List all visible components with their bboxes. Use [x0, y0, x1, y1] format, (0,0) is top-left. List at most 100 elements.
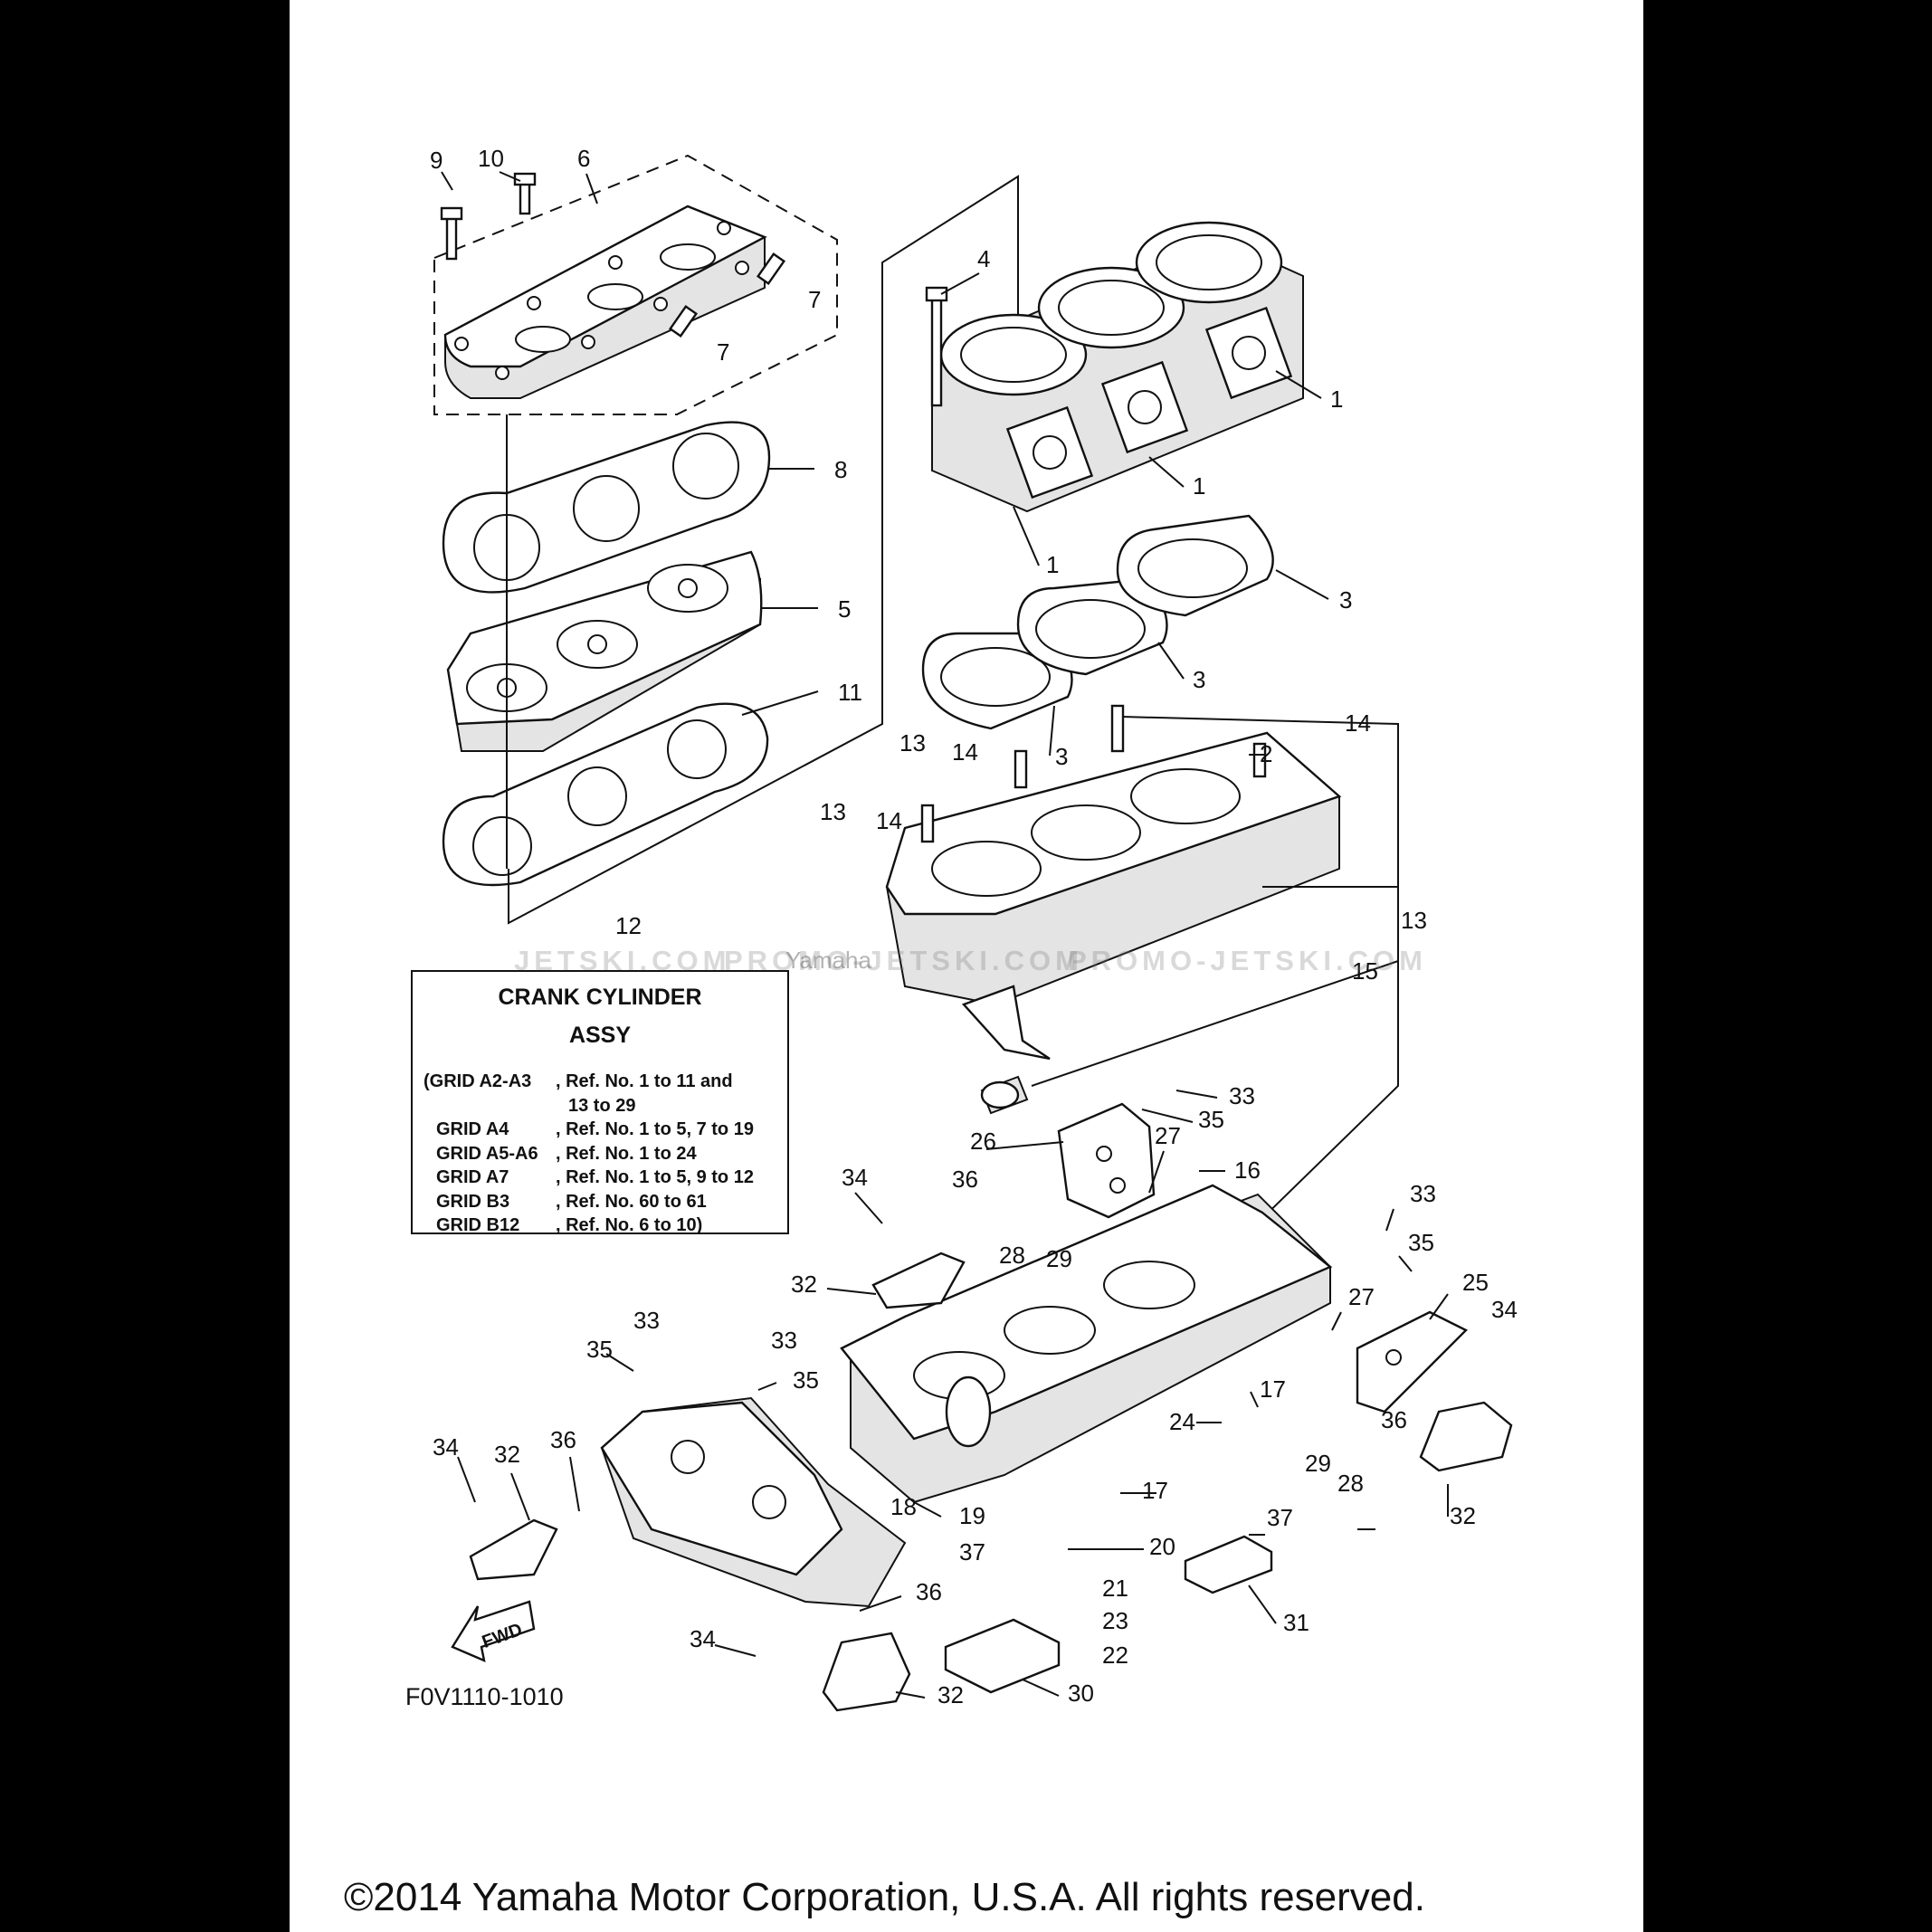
callout-c29b: 29	[1305, 1450, 1331, 1477]
callout-c33d: 33	[771, 1327, 797, 1354]
cylinder-head-cover	[443, 205, 786, 399]
callout-c12: 12	[615, 912, 642, 939]
callout-c23: 23	[1102, 1607, 1128, 1634]
cylinder-gaskets-3	[921, 514, 1274, 730]
callout-c27b: 27	[1348, 1283, 1375, 1310]
head-cover-dashed-outline	[433, 154, 838, 415]
assy-row-ref: , Ref. No. 1 to 24	[556, 1143, 697, 1164]
cylinder-head-5	[446, 550, 763, 752]
assy-row-grid: GRID B3	[436, 1191, 510, 1212]
callout-c3a: 3	[1339, 586, 1352, 614]
cover-plate-31	[1184, 1535, 1273, 1594]
callout-c5: 5	[838, 595, 851, 623]
callout-c1a: 1	[1330, 385, 1343, 413]
side-cover-assembly	[600, 1396, 907, 1608]
callout-c35b: 35	[1408, 1229, 1434, 1256]
callout-c17b: 17	[1142, 1477, 1168, 1504]
callout-c34b: 34	[1491, 1296, 1518, 1323]
callout-c27a: 27	[1155, 1122, 1181, 1149]
callout-c20: 20	[1149, 1533, 1175, 1560]
callout-c6: 6	[577, 145, 590, 172]
callout-c17a: 17	[1260, 1375, 1286, 1403]
callout-c33c: 33	[633, 1307, 660, 1334]
callout-c35c: 35	[586, 1336, 613, 1363]
callout-c36c: 36	[550, 1426, 576, 1453]
callout-c34d: 34	[690, 1625, 716, 1652]
assy-row-grid: GRID A4	[436, 1119, 509, 1139]
callout-c4: 4	[977, 245, 990, 272]
assy-row-grid: GRID A5-A6	[436, 1143, 538, 1164]
assy-row-ref: , Ref. No. 1 to 11 and	[556, 1071, 733, 1091]
callout-c11: 11	[838, 679, 862, 706]
callout-c22: 22	[1102, 1642, 1128, 1669]
assy-row-grid: GRID B12	[436, 1215, 520, 1235]
leader-lines	[441, 171, 1449, 1699]
assy-row-ref: , Ref. No. 60 to 61	[556, 1191, 707, 1212]
cover-plate-30	[944, 1618, 1061, 1694]
intake-manifold-26	[1057, 1102, 1156, 1219]
assy-row-ref: 13 to 29	[568, 1095, 636, 1116]
callout-c36b: 36	[1381, 1406, 1407, 1433]
bolt-4	[925, 286, 948, 407]
callout-c9: 9	[430, 147, 443, 174]
callout-c34c: 34	[433, 1433, 459, 1461]
assy-title-line1: CRANK CYLINDER	[498, 985, 702, 1010]
callout-c32b: 32	[494, 1441, 520, 1468]
callout-c28a: 28	[999, 1242, 1025, 1269]
callout-c10: 10	[478, 145, 504, 172]
callout-c36a: 36	[952, 1166, 978, 1193]
callout-c32d: 32	[937, 1681, 964, 1708]
callout-c35a: 35	[1198, 1106, 1224, 1133]
copyright-notice: ©2014 Yamaha Motor Corporation, U.S.A. A…	[344, 1875, 1425, 1919]
cylinder-block-1	[931, 221, 1304, 513]
assembly-reference-box: CRANK CYLINDER ASSY (GRID A2-A3 , Ref. No…	[411, 970, 789, 1235]
callout-c32c: 32	[1450, 1502, 1476, 1529]
gasket-8-ports	[473, 433, 739, 581]
assy-title-line2: ASSY	[568, 1023, 632, 1048]
watermark-overlay: Yamaha	[785, 947, 871, 974]
leader-15	[1031, 960, 1399, 1087]
callout-c33b: 33	[1410, 1180, 1436, 1207]
callout-c29a: 29	[1046, 1245, 1072, 1272]
assy-row-grid: (GRID A2-A3	[424, 1071, 532, 1091]
watermark-right: PROMO-JETSKI.COM	[1068, 945, 1427, 976]
callout-c13b: 13	[820, 798, 846, 825]
callout-c31: 31	[1283, 1609, 1309, 1636]
callout-c3b: 3	[1193, 666, 1205, 693]
callout-c8: 8	[834, 456, 847, 483]
bolt-9	[440, 206, 463, 261]
callout-c37a: 37	[1267, 1504, 1293, 1531]
fwd-arrow-icon	[451, 1600, 536, 1663]
callout-c1b: 1	[1193, 472, 1205, 500]
oil-seal-15	[980, 1075, 1029, 1115]
callout-c13c: 13	[1401, 907, 1427, 934]
callout-c28b: 28	[1337, 1470, 1364, 1497]
gasket-11-bores	[472, 719, 727, 876]
callout-c15: 15	[1352, 957, 1378, 985]
engine-mount-32-bottom	[822, 1632, 911, 1712]
callout-c24: 24	[1169, 1408, 1195, 1435]
callout-c7a: 7	[808, 286, 821, 313]
lower-crankcase	[840, 1184, 1333, 1504]
callout-c1c: 1	[1046, 551, 1059, 578]
group-bracket-crankcase	[1121, 716, 1399, 1268]
callout-c26: 26	[970, 1128, 996, 1155]
assy-row-ref: , Ref. No. 1 to 5, 7 to 19	[556, 1119, 754, 1139]
callout-c14b: 14	[952, 738, 978, 766]
figure-code: F0V1110-1010	[405, 1683, 564, 1710]
callout-c37b: 37	[959, 1538, 985, 1566]
callout-c36d: 36	[916, 1578, 942, 1605]
assy-row-ref: , Ref. No. 1 to 5, 9 to 12	[556, 1167, 754, 1187]
callout-c3c: 3	[1055, 743, 1068, 770]
callout-c18: 18	[890, 1493, 917, 1520]
assy-row-grid: GRID A7	[436, 1167, 509, 1187]
assy-row-ref: , Ref. No. 6 to 10)	[556, 1215, 703, 1235]
callout-c14c: 14	[876, 807, 902, 834]
callout-c7b: 7	[717, 338, 729, 366]
callout-c19: 19	[959, 1502, 985, 1529]
engine-mount-32-right	[1419, 1401, 1513, 1472]
callout-c2: 2	[1260, 740, 1272, 767]
callout-c25: 25	[1462, 1269, 1489, 1296]
